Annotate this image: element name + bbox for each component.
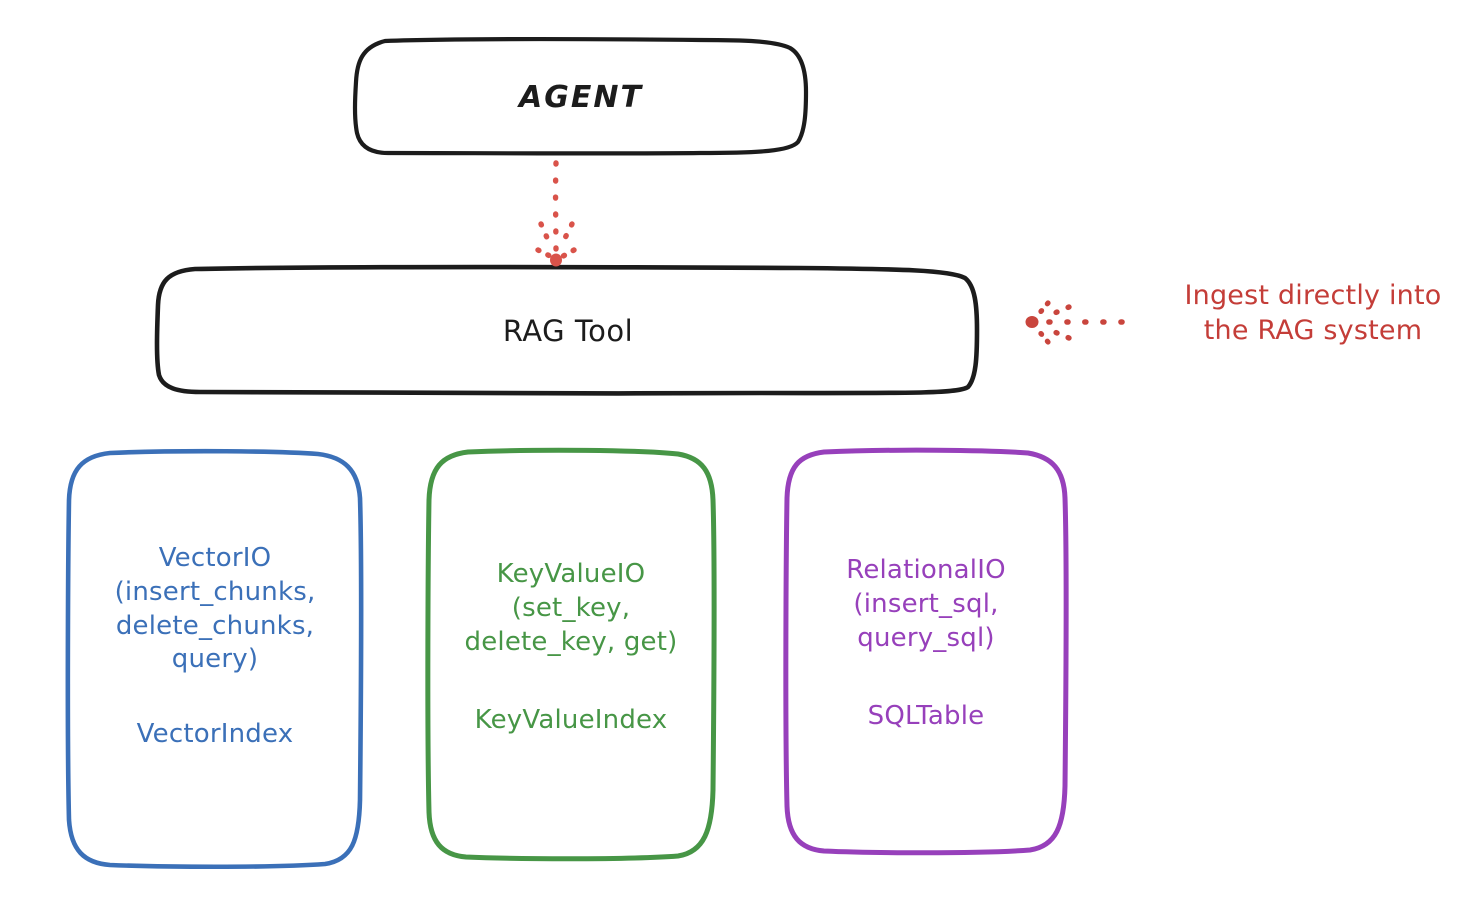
key-value-io-api-label: KeyValueIO (set_key, delete_key, get) — [464, 559, 678, 657]
ingest-annotation-text: Ingest directly into the RAG system — [1184, 280, 1442, 346]
rag-tool-box-outline — [154, 264, 980, 396]
vector-index-label: VectorIndex — [136, 719, 294, 750]
vector-io-api-label: VectorIO (insert_chunks, delete_chunks, … — [114, 543, 316, 675]
key-value-index-label: KeyValueIndex — [474, 705, 668, 736]
rag-tool-label: RAG Tool — [502, 314, 634, 348]
keyvalue-box-outline — [425, 447, 717, 862]
agent-box-outline — [352, 36, 809, 156]
relational-io-node[interactable]: RelationalIO (insert_sql, query_sql) SQL… — [786, 450, 1066, 852]
ingest-arrow — [1025, 300, 1125, 345]
agent-to-ragtool-arrow — [535, 160, 577, 267]
key-value-io-node[interactable]: KeyValueIO (set_key, delete_key, get) Ke… — [428, 450, 714, 858]
relational-box-outline — [783, 447, 1069, 856]
sql-table-label: SQLTable — [867, 701, 985, 732]
agent-node[interactable]: AGENT — [355, 40, 807, 154]
agent-label: AGENT — [519, 79, 643, 115]
vector-io-node[interactable]: VectorIO (insert_chunks, delete_chunks, … — [68, 450, 362, 868]
relational-io-api-label: RelationalIO (insert_sql, query_sql) — [846, 555, 1006, 653]
vector-box-outline — [65, 448, 364, 870]
rag-tool-node[interactable]: RAG Tool — [157, 268, 979, 394]
